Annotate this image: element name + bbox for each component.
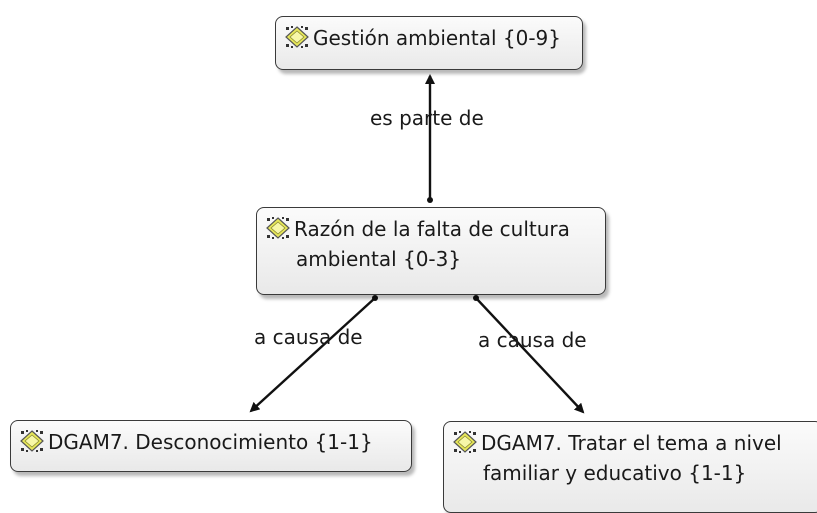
code-diamond-icon: [452, 430, 478, 454]
node-label-line1: Razón de la falta de cultura: [294, 217, 570, 241]
code-node-razon-falta-cultura[interactable]: Razón de la falta de cultura ambiental {…: [256, 207, 606, 295]
node-label-line2: ambiental {0-3}: [296, 247, 462, 271]
arrow-start-dot: [372, 295, 378, 301]
code-node-gestion-ambiental[interactable]: Gestión ambiental {0-9}: [275, 16, 583, 70]
node-label-line1: DGAM7. Tratar el tema a nivel: [481, 431, 782, 455]
code-node-desconocimiento[interactable]: DGAM7. Desconocimiento {1-1}: [10, 420, 412, 472]
link-label-a-causa-de-right: a causa de: [478, 328, 587, 352]
node-label: Gestión ambiental {0-9}: [313, 26, 561, 50]
link-label-es-parte-de: es parte de: [370, 106, 484, 130]
node-label-line2: familiar y educativo {1-1}: [483, 461, 747, 485]
code-diamond-icon: [284, 25, 310, 49]
arrow-a-causa-de-left: [249, 297, 376, 413]
node-label: DGAM7. Desconocimiento {1-1}: [48, 430, 373, 454]
code-node-tratar-tema[interactable]: DGAM7. Tratar el tema a nivel familiar y…: [443, 421, 817, 513]
arrow-start-dot: [473, 295, 479, 301]
arrow-start-dot: [427, 197, 433, 203]
code-diamond-icon: [265, 216, 291, 240]
arrow-a-causa-de-right: [475, 297, 585, 414]
link-label-a-causa-de-left: a causa de: [254, 325, 363, 349]
code-diamond-icon: [19, 429, 45, 453]
